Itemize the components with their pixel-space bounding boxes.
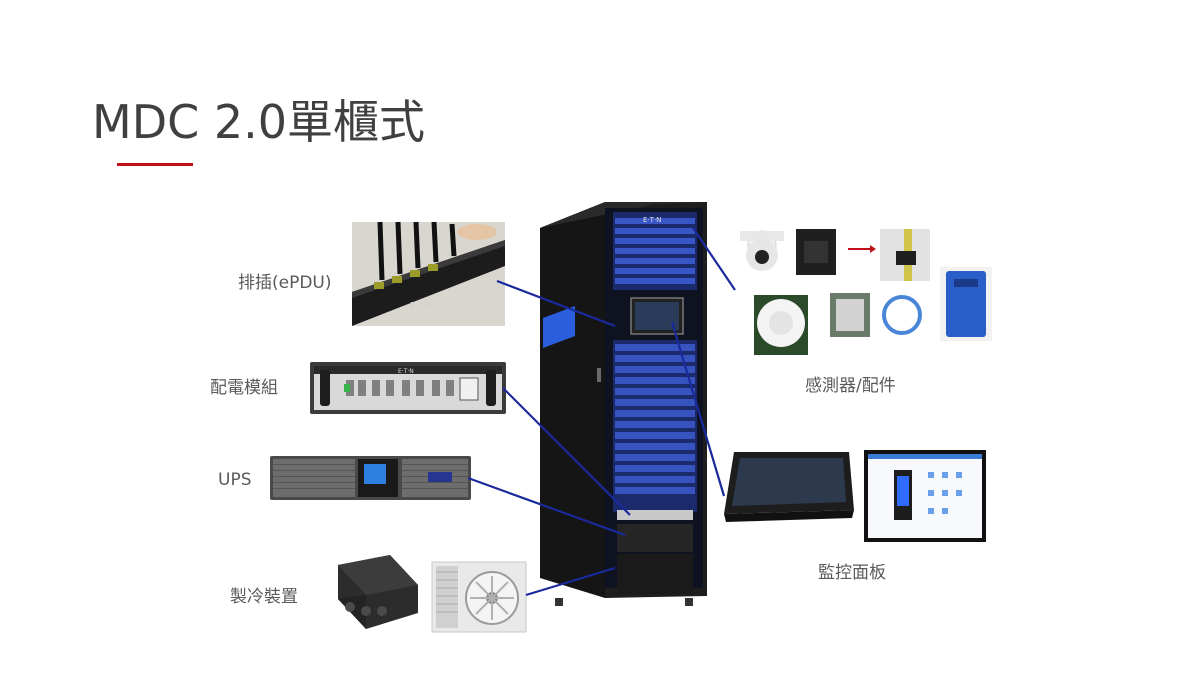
monitor-panel-image (724, 452, 854, 522)
label-power-module: 配電模組 (210, 378, 278, 398)
label-monitor-panel: 監控面板 (818, 563, 886, 583)
title-underline (117, 163, 193, 166)
ups-image (270, 456, 471, 500)
label-sensors: 感測器/配件 (805, 376, 896, 396)
monitor-software-screenshot (864, 450, 986, 542)
epdu-logo-text: E·T·N (410, 301, 431, 310)
power-module-image: E·T·N (310, 362, 506, 414)
label-cooling: 製冷裝置 (230, 587, 298, 607)
cabinet-logo-text: E·T·N (643, 216, 661, 224)
label-epdu: 排插(ePDU) (238, 273, 332, 293)
epdu-image: E·T·N (352, 221, 505, 326)
slide-title: MDC 2.0單櫃式 (92, 95, 426, 149)
sensors-image (740, 229, 992, 355)
cooling-unit-outdoor-image (431, 561, 527, 633)
power-module-logo-text: E·T·N (398, 368, 414, 375)
mdc-cabinet-image: E·T·N (540, 202, 707, 606)
cooling-unit-indoor-image (338, 555, 418, 629)
label-ups: UPS (218, 470, 252, 490)
